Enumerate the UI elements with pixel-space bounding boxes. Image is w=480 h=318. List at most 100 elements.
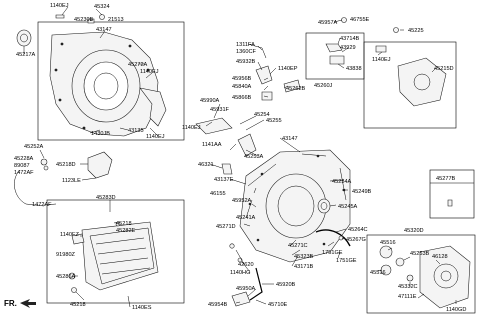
label-45215d: 45215D <box>434 66 454 72</box>
label-45249b: 45249B <box>352 189 372 195</box>
label-1140fz: 1140FZ <box>60 232 79 238</box>
label-45225: 45225 <box>408 28 424 34</box>
label-45254: 45254 <box>254 112 270 118</box>
shield-part <box>139 87 167 127</box>
label-45271c: 45271C <box>288 243 308 249</box>
label-45253a: 45253A <box>244 154 264 160</box>
label-45516: 45516 <box>370 270 386 276</box>
label-45253b: 45253B <box>410 251 430 257</box>
label-45272a: 45272A <box>128 62 148 68</box>
label-45262b: 45262B <box>286 86 306 92</box>
label-45866b: 45866B <box>232 95 252 101</box>
label-43147: 43147 <box>96 27 112 33</box>
direction-label: FR. <box>4 299 17 308</box>
label-45260j: 45260J <box>314 83 333 89</box>
label-45252a: 45252A <box>24 144 44 150</box>
label-1140ej: 1140EJ <box>50 3 69 9</box>
group-box-45320d <box>366 234 476 314</box>
label-21513: 21513 <box>108 17 124 23</box>
group-box-cover <box>363 41 457 129</box>
label-1311fa: 1311FA <box>236 42 255 48</box>
label-45286a: 45286A <box>56 274 76 280</box>
clip-45267g <box>338 235 344 241</box>
label-45324: 45324 <box>94 4 110 10</box>
label-43714b: 43714B <box>340 36 360 42</box>
oil-pan-part <box>81 221 159 291</box>
label-1430jb: 1430JB <box>91 131 110 137</box>
bracket-1311fa <box>247 43 267 59</box>
group-box-housing <box>37 21 185 141</box>
plug-45225 <box>393 27 399 33</box>
label-43171b: 43171B <box>294 264 314 270</box>
oil-pump-45320d <box>419 245 471 309</box>
label-46128: 46128 <box>432 254 448 260</box>
label-1140hg: 1140HG <box>230 270 250 276</box>
group-box-45277b <box>429 169 475 219</box>
plug-45230b <box>87 18 95 24</box>
label-43929: 43929 <box>340 45 356 51</box>
plug-45324 <box>99 14 105 20</box>
label-1360cf: 1360CF <box>236 49 256 55</box>
label-1123le: 1123LE <box>62 178 81 184</box>
label-45228a: 45228A <box>14 156 34 162</box>
seal-45253b <box>395 257 405 267</box>
label-45218: 45218 <box>116 221 132 227</box>
label-45277b: 45277B <box>436 176 456 182</box>
label-1141aa: 1141AA <box>202 142 222 148</box>
bracket-1140ej-cover <box>375 45 387 53</box>
label-45950a: 45950A <box>236 286 256 292</box>
label-45952a: 45952A <box>232 198 252 204</box>
gasket-91980z <box>71 233 85 245</box>
plug-45218b <box>71 287 77 293</box>
oring-45516a <box>379 245 393 259</box>
clamp-45262b <box>283 79 301 93</box>
sensor-45866b <box>261 91 273 101</box>
label-43147: 43147 <box>282 136 298 142</box>
label-45267g: 45267G <box>346 237 366 243</box>
plug-42620 <box>229 243 235 249</box>
label-45218: 45218 <box>70 302 86 308</box>
label-45230b: 45230B <box>74 17 94 23</box>
label-1140ej: 1140EJ <box>140 69 159 75</box>
sensor-45932b <box>255 65 273 85</box>
hose-1472af <box>14 169 45 207</box>
label-1472af: 1472AF <box>32 202 52 208</box>
label-45283d: 45283D <box>96 195 116 201</box>
label-91980z: 91980Z <box>56 252 76 258</box>
label-45332c: 45332C <box>398 284 418 290</box>
label-45218d: 45218D <box>56 162 76 168</box>
label-1140gd: 1140GD <box>446 307 466 313</box>
label-45264c: 45264C <box>348 227 368 233</box>
label-1140ej: 1140EJ <box>146 134 165 140</box>
fitting-45228a <box>40 158 48 166</box>
label-43137e: 43137E <box>214 177 234 183</box>
label-45990a: 45990A <box>200 98 220 104</box>
part-46321 <box>221 163 233 175</box>
label-45271d: 45271D <box>216 224 236 230</box>
leader-lines <box>23 6 457 308</box>
bracket-43714b <box>325 43 343 53</box>
lever-45950a <box>231 291 251 307</box>
label-45710e: 45710E <box>268 302 288 308</box>
label-46321: 46321 <box>198 162 214 168</box>
seal-46755e <box>341 17 347 23</box>
label-45516: 45516 <box>380 240 396 246</box>
label-45957a: 45957A <box>318 20 338 26</box>
label-45254a: 45254A <box>332 179 352 185</box>
label-47111e: 47111E <box>398 294 417 300</box>
bracket-43838 <box>329 55 345 65</box>
label-45255: 45255 <box>266 118 282 124</box>
label-43135: 43135 <box>128 128 144 134</box>
label-1472af: 1472AF <box>14 170 34 176</box>
label-1751ge: 1751GE <box>336 258 357 264</box>
label-43838: 43838 <box>346 66 362 72</box>
label-45932b: 45932B <box>236 59 256 65</box>
seal-45217a <box>16 29 32 47</box>
label-1140ep: 1140EP <box>278 66 298 72</box>
label-46755e: 46755E <box>350 17 370 23</box>
label-45282e: 45282E <box>116 228 136 234</box>
valve-45332c <box>406 274 414 282</box>
label-45954b: 45954B <box>208 302 228 308</box>
